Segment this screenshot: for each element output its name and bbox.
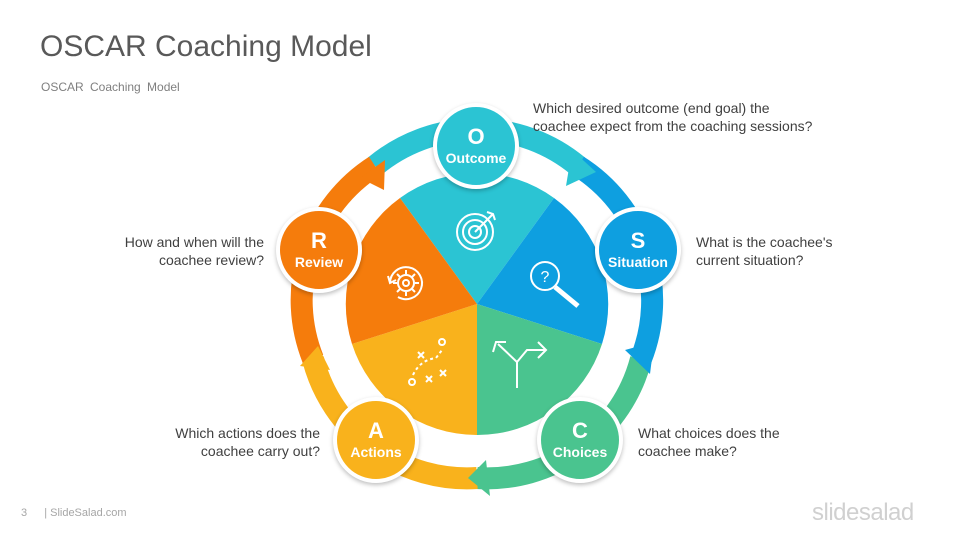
footer-text: | SlideSalad.com [44,507,127,519]
question-situation-line-2: current situation? [696,252,804,268]
target-icon [456,211,496,251]
question-choices-line-1: What choices does the [638,425,780,441]
page-subtitle: OSCAR Coaching Model [41,80,180,94]
ring-arrow-outcome [566,150,596,186]
question-outcome: Which desired outcome (end goal) the coa… [533,99,812,135]
step-letter: O [467,124,485,149]
ring-arrow-review [360,160,385,190]
question-actions: Which actions does the coachee carry out… [175,424,320,460]
question-review: How and when will the coachee review? [125,233,264,269]
question-review-line-1: How and when will the [124,234,264,250]
review-gear-icon [387,266,423,301]
magnifier-question-icon: ? [530,261,580,308]
footer: 3 | SlideSalad.com [21,507,141,519]
page-title: OSCAR Coaching Model [40,30,372,63]
question-choices: What choices does the coachee make? [638,424,780,460]
step-label: Choices [552,444,608,460]
step-label: Outcome [445,150,507,166]
question-choices-line-2: coachee make? [638,443,737,459]
step-letter: C [572,418,588,443]
question-actions-line-1: Which actions does the [175,425,320,441]
question-outcome-line-1: Which desired outcome (end goal) the [533,100,770,116]
brand-logo: slidesalad [812,499,914,526]
question-review-line-2: coachee review? [158,252,264,268]
pie-segment-actions [352,304,477,436]
step-letter: R [311,228,327,253]
ring-arrow-actions [300,346,330,370]
step-label: Situation [608,254,668,270]
step-label: Review [294,254,344,270]
split-arrows-icon [492,341,548,388]
svg-text:?: ? [541,269,550,286]
pie-segment-review [345,198,477,344]
question-outcome-line-2: coachee expect from the coaching session… [533,118,813,134]
strategy-plan-icon [408,338,447,386]
question-situation: What is the coachee's current situation? [696,233,833,269]
step-letter: A [368,418,384,443]
pie-segment-situation [477,198,609,344]
step-label: Actions [350,444,402,460]
question-situation-line-1: What is the coachee's [696,234,833,250]
ring-arrow-situation [625,342,654,374]
ring-arrow-choices [468,460,490,496]
pie [345,172,609,436]
question-actions-line-2: coachee carry out? [200,443,320,459]
step-letter: S [630,228,646,253]
pie-segment-choices [477,304,602,436]
page-number: 3 [21,507,28,519]
